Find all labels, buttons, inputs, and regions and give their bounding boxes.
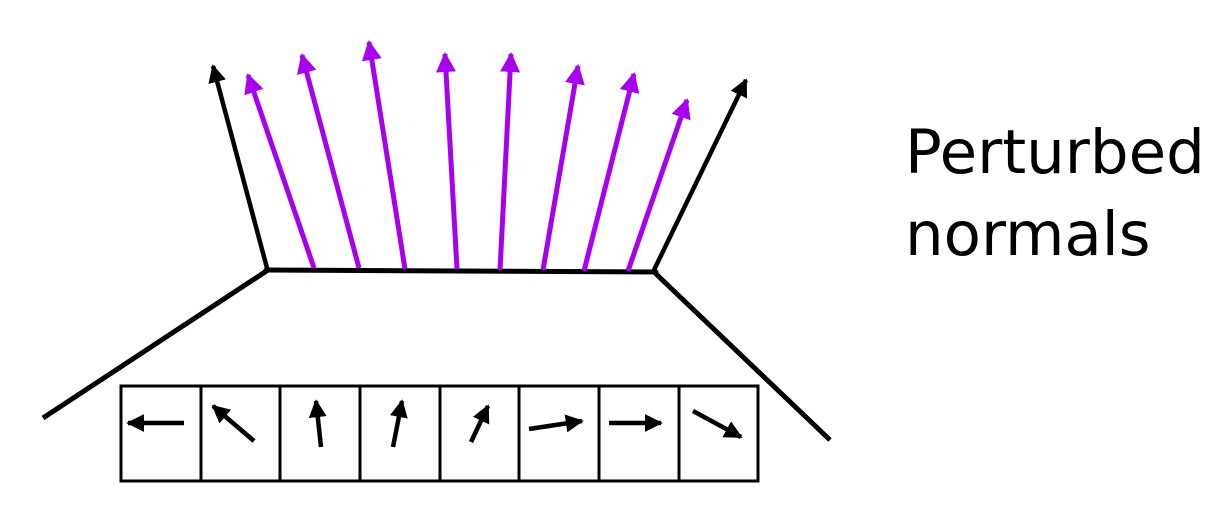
arrow-up-left-icon xyxy=(211,404,256,443)
perturbed-normal-7 xyxy=(581,72,640,272)
edge-normal-right xyxy=(651,78,749,271)
perturbed-normal-8 xyxy=(625,98,691,272)
perturbed-normal-1 xyxy=(244,73,317,269)
perturbed-normal-3 xyxy=(361,40,408,270)
arrow-up-icon xyxy=(308,399,327,448)
perturbed-normal-4 xyxy=(436,52,460,270)
surface-line xyxy=(263,267,659,275)
arrow-down-right-icon xyxy=(691,409,743,439)
arrow-up-icon xyxy=(390,399,408,448)
edge-normals xyxy=(208,64,749,271)
caption-line-2: normals xyxy=(905,199,1151,270)
diagram-caption: Perturbed normals xyxy=(905,112,1205,276)
arrow-up-right-icon xyxy=(468,404,491,443)
perturbed-normal-5 xyxy=(497,52,521,271)
perturbed-normals xyxy=(244,40,691,272)
arrow-right-icon xyxy=(528,414,584,433)
perturbed-normal-6 xyxy=(540,64,585,271)
caption-line-1: Perturbed xyxy=(905,117,1205,188)
edge-normal-left xyxy=(208,64,270,269)
projection-line-right xyxy=(652,270,832,442)
normal-map xyxy=(119,384,760,483)
perturbed-normal-2 xyxy=(296,53,362,269)
projection-line-left xyxy=(41,267,270,421)
